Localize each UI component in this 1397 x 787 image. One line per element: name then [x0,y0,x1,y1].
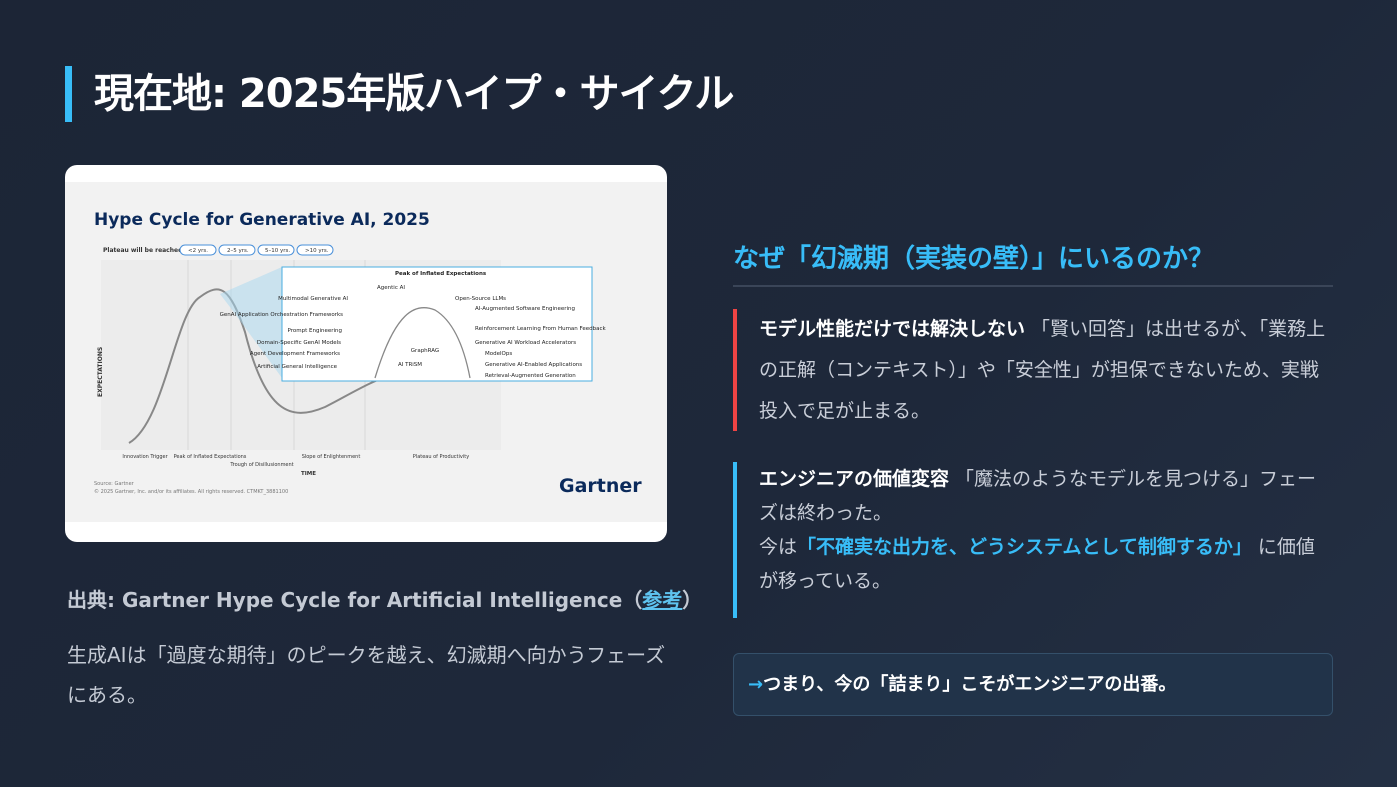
hype-cycle-item: GenAI Application Orchestration Framewor… [220,312,343,318]
zoom-header: Peak of Inflated Expectations [395,271,487,277]
divider [733,285,1333,287]
point-title: エンジニアの価値変容 [759,468,950,490]
hype-cycle-item: AI-Augmented Software Engineering [475,306,575,312]
point-text: 「魔法のようなモデルを見つける」フェーズは終わった。 [759,468,1317,524]
legend-label: Plateau will be reached: [103,247,185,254]
figure-title: Hype Cycle for Generative AI, 2025 [94,210,430,230]
point-title: モデル性能だけでは解決しない [759,318,1026,340]
callout-box: →つまり、今の「詰まり」こそがエンジニアの出番。 [733,653,1333,716]
hype-cycle-item: Agentic AI [377,285,405,291]
y-axis-label: EXPECTATIONS [97,347,104,397]
hype-cycle-item: Domain-Specific GenAI Models [257,340,341,346]
phase-label: Slope of Enlightenment [302,454,361,460]
legend-item: <2 yrs. [188,248,208,254]
x-axis-label: TIME [301,471,316,477]
hype-cycle-item: Prompt Engineering [288,328,342,334]
hype-cycle-item: ModelOps [485,351,512,357]
reference-link[interactable]: 参考 [642,588,683,612]
arrow-icon: → [748,674,764,695]
point-engineer-value: エンジニアの価値変容 「魔法のようなモデルを見つける」フェーズは終わった。今は「… [733,462,1333,618]
hype-cycle-item: Generative AI Workload Accelerators [475,340,576,346]
hype-cycle-item: Reinforcement Learning From Human Feedba… [475,326,607,332]
hype-cycle-figure: Hype Cycle for Generative AI, 2025 Plate… [65,165,667,542]
caption-text: 出典: Gartner Hype Cycle for Artificial In… [67,588,643,612]
legend-item: 2–5 yrs. [227,248,249,254]
section-heading: なぜ「幻滅期（実装の壁）」にいるのか？ [733,244,1215,274]
point-text: 「賢い回答」は出せるが、「業務上の正解（コンテキスト）」や「安全性」が担保できな… [759,318,1326,422]
source-note: Source: Gartner [94,481,135,487]
page-title: 現在地: 2025年版ハイプ・サイクル [65,66,734,122]
hype-cycle-item: AI TRiSM [398,362,422,368]
caption-suffix: ） [682,588,703,612]
source-caption: 出典: Gartner Hype Cycle for Artificial In… [67,584,702,613]
summary-text: 生成AIは「過度な期待」のピークを越え、幻滅期へ向かうフェーズにある。 [67,643,666,707]
point-model-performance: モデル性能だけでは解決しない 「賢い回答」は出せるが、「業務上の正解（コンテキス… [733,309,1333,431]
highlight-text: 「不確実な出力を、どうシステムとして制御するか」 [797,536,1252,558]
phase-label: Plateau of Productivity [413,454,469,460]
hype-cycle-item: Multimodal Generative AI [278,296,348,302]
legend-item: >10 yrs. [305,248,329,254]
phase-label: Trough of Disillusionment [229,462,293,468]
hype-cycle-item: GraphRAG [411,348,439,354]
copyright-note: © 2025 Gartner, Inc. and/or its affiliat… [94,488,288,495]
legend-item: 5–10 yrs. [265,248,290,254]
hype-cycle-item: Agent Development Frameworks [250,351,340,357]
gartner-logo: Gartner [559,475,642,497]
hype-cycle-item: Generative AI-Enabled Applications [485,362,582,368]
point-text: 今は [759,536,798,558]
hype-cycle-item: Open-Source LLMs [455,296,506,302]
point-text: に価値が移っている。 [759,536,1315,592]
callout-text: つまり、今の「詰まり」こそがエンジニアの出番。 [763,674,1177,695]
phase-label: Peak of Inflated Expectations [174,454,247,460]
hype-cycle-item: Artificial General Intelligence [257,364,337,370]
phase-label: Innovation Trigger [122,454,168,460]
hype-cycle-item: Retrieval-Augmented Generation [485,373,576,379]
